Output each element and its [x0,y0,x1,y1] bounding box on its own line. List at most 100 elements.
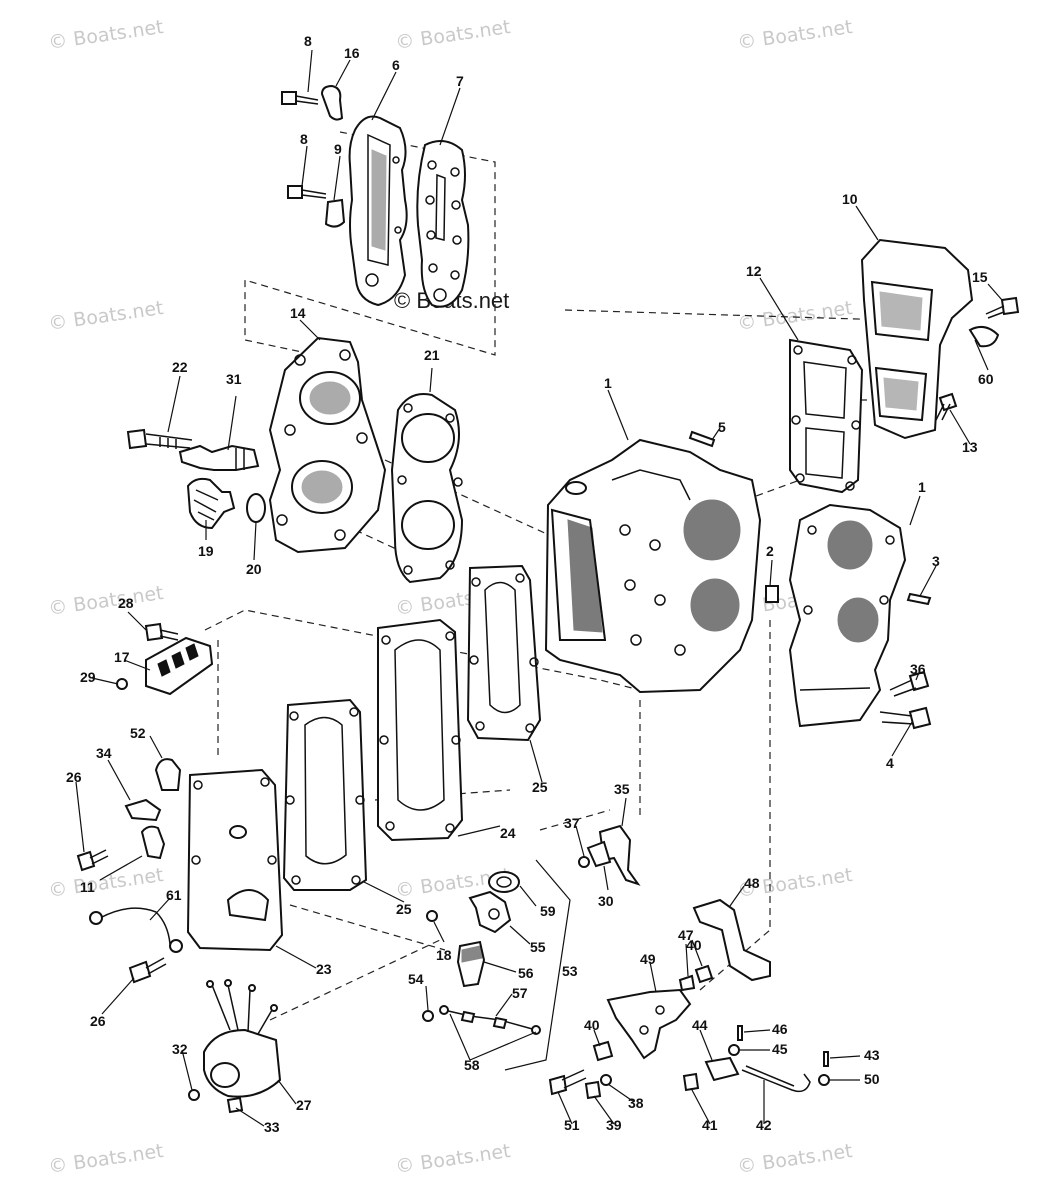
callout-40: 40 [584,1017,600,1033]
clamp-52 [154,758,182,791]
bolt-36 [889,670,930,697]
callout-27: 27 [296,1097,312,1113]
callout-30: 30 [598,893,614,909]
spark-plug-31 [178,444,260,471]
screw-29 [116,678,128,690]
callout-39: 39 [606,1117,622,1133]
screw-54 [422,1010,434,1022]
callout-13: 13 [962,439,978,455]
block-44 [704,1056,740,1082]
callout-4: 4 [886,755,894,771]
washer-50 [818,1074,830,1086]
callout-12: 12 [746,263,762,279]
callout-28: 28 [118,595,134,611]
callout-46: 46 [772,1021,788,1037]
screw-18 [426,910,438,922]
callout-51: 51 [564,1117,580,1133]
callout-49: 49 [640,951,656,967]
callout-11: 11 [80,879,95,895]
screw-26-lower [128,957,167,984]
callout-2: 2 [766,543,774,559]
pin-46 [737,1025,743,1041]
callout-10: 10 [842,191,858,207]
callout-50: 50 [864,1071,880,1087]
callout-15: 15 [972,269,988,285]
switch-56 [456,940,486,988]
screw-26-upper [76,849,109,872]
screw-37 [578,856,590,868]
clamp-34 [124,798,162,822]
part-head-gasket-21 [390,393,464,584]
callout-60: 60 [978,371,994,387]
callout-1: 1 [604,375,612,391]
callout-35: 35 [614,781,630,797]
leader-lines [75,49,1003,1127]
callout-53: 53 [562,963,578,979]
callout-32: 32 [172,1041,188,1057]
part-exhaust-cover-23 [186,768,284,952]
screw-32 [188,1089,200,1101]
callout-48: 48 [744,875,760,891]
callout-7: 7 [456,73,464,89]
clip-16 [320,84,344,121]
part-exhaust-gasket-25-lower [282,698,368,891]
callout-61: 61 [166,887,182,903]
part-crankcase-half-1 [788,503,907,728]
bolt-22 [126,428,193,450]
callout-57: 57 [512,985,528,1001]
pin-43 [823,1051,829,1067]
callout-55: 55 [530,939,546,955]
callout-8: 8 [304,33,312,49]
callout-36: 36 [910,661,926,677]
bolt-13 [935,392,958,421]
callout-54: 54 [408,971,424,987]
bolt-8-upper [281,91,319,105]
callout-33: 33 [264,1119,280,1135]
screw-39 [584,1080,602,1100]
alignment-lines [204,131,905,1021]
callout-17: 17 [114,649,130,665]
callout-44: 44 [692,1017,708,1033]
nut-47 [694,964,714,984]
clamp-11 [140,825,166,860]
bracket-30 [586,840,612,868]
callout-26: 26 [90,1013,106,1029]
rod-42 [741,1065,811,1093]
callout-5: 5 [718,419,726,435]
callout-6: 6 [392,57,400,73]
clip-9 [324,198,346,228]
bolt-15 [985,296,1020,319]
part-reed-gasket-12 [789,338,864,494]
part-cover-6 [348,115,408,307]
bolt-4 [879,706,932,730]
cap-27 [203,979,282,1098]
nut-40-upper [678,974,696,992]
wire-61 [89,907,183,953]
callout-38: 38 [628,1095,644,1111]
callout-21: 21 [424,347,440,363]
callout-52: 52 [130,725,146,741]
dowel-2 [765,585,779,603]
screw-33 [226,1096,244,1114]
callout-19: 19 [198,543,214,559]
callout-14: 14 [290,305,306,321]
callout-labels: 8 16 6 7 8 9 10 15 12 14 60 22 31 21 1 5… [66,33,994,1135]
callout-18: 18 [436,947,452,963]
callout-26: 26 [66,769,82,785]
screw-38 [600,1074,612,1086]
clip-60 [968,325,1000,348]
callout-29: 29 [80,669,96,685]
callout-9: 9 [334,141,342,157]
callout-23: 23 [316,961,332,977]
callout-3: 3 [932,553,940,569]
part-cylinder-head-14 [268,336,387,554]
bolt-51 [548,1069,587,1096]
callout-58: 58 [464,1057,480,1073]
lever-48 [692,898,771,982]
callout-59: 59 [540,903,556,919]
lever-49 [606,988,692,1060]
link-57 [439,1005,541,1035]
callout-8: 8 [300,131,308,147]
thermostat-19 [186,477,236,530]
